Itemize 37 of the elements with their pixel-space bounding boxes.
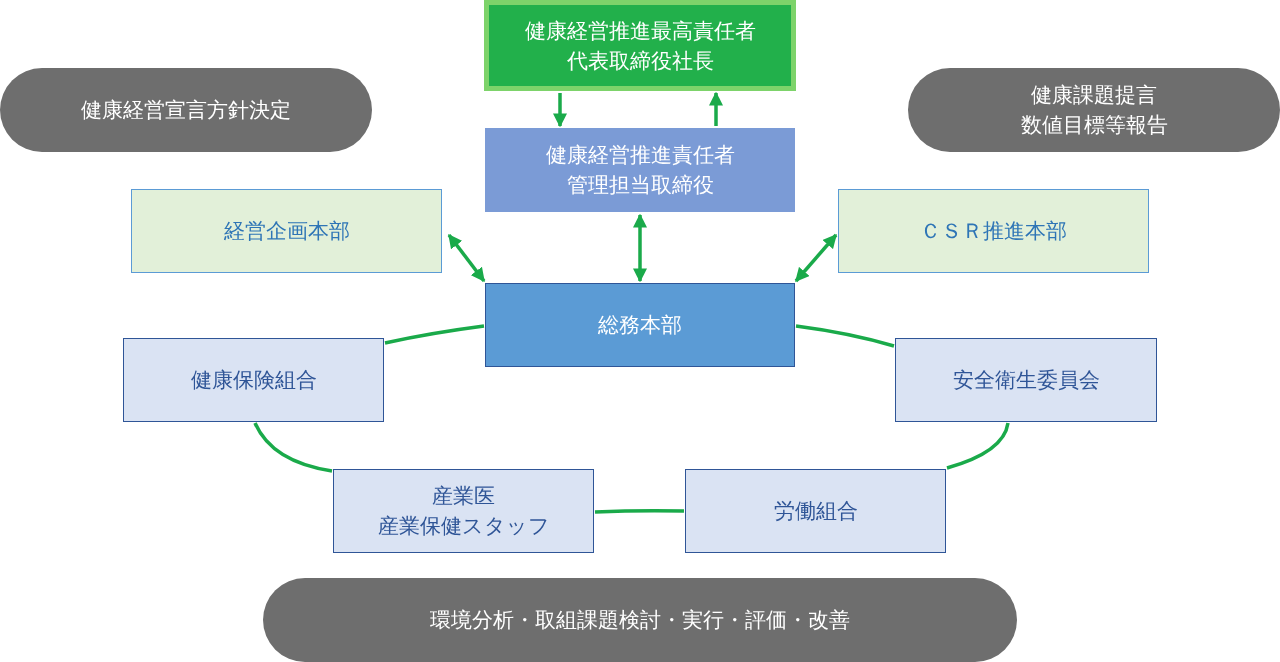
box-label: 健康課題提言 xyxy=(1031,82,1157,109)
arrow xyxy=(553,93,567,128)
member-box xyxy=(333,469,594,553)
member-box xyxy=(685,469,946,553)
central-box xyxy=(485,283,795,367)
member-box xyxy=(895,338,1157,422)
box-label: 産業保健スタッフ xyxy=(377,513,550,540)
box-label: 産業医 xyxy=(432,483,495,510)
member-box xyxy=(123,338,384,422)
connector-line xyxy=(384,324,485,345)
box-label: 総務本部 xyxy=(598,312,682,339)
manager-box xyxy=(485,128,795,212)
box-label: ＣＳＲ推進本部 xyxy=(920,218,1067,245)
box-label: 管理担当取締役 xyxy=(566,172,714,199)
connector-line xyxy=(795,324,895,348)
connector-line xyxy=(253,422,333,473)
box-label: 健康経営宣言方針決定 xyxy=(81,97,291,124)
box-label: 数値目標等報告 xyxy=(1020,112,1168,139)
connector-line xyxy=(594,508,685,514)
box-label: 環境分析・取組課題検討・実行・評価・改善 xyxy=(430,607,850,634)
rounded-label-box xyxy=(0,68,372,152)
box-label: 経営企画本部 xyxy=(223,218,350,245)
box-label: 健康経営推進責任者 xyxy=(545,142,735,169)
department-box xyxy=(838,189,1149,273)
box-label: 代表取締役社長 xyxy=(566,47,714,75)
arrow xyxy=(447,233,486,283)
arrow xyxy=(633,213,647,283)
rounded-label-box xyxy=(908,68,1280,152)
box-label: 安全衛生委員会 xyxy=(952,367,1100,394)
arrow xyxy=(709,91,723,126)
box-label: 労働組合 xyxy=(773,498,858,525)
department-box xyxy=(131,189,442,273)
box-label: 健康保険組合 xyxy=(190,367,317,394)
executive-box xyxy=(484,0,796,91)
box-label: 健康経営推進最高責任者 xyxy=(524,17,756,45)
arrow xyxy=(794,233,838,283)
connector-line xyxy=(946,422,1010,470)
